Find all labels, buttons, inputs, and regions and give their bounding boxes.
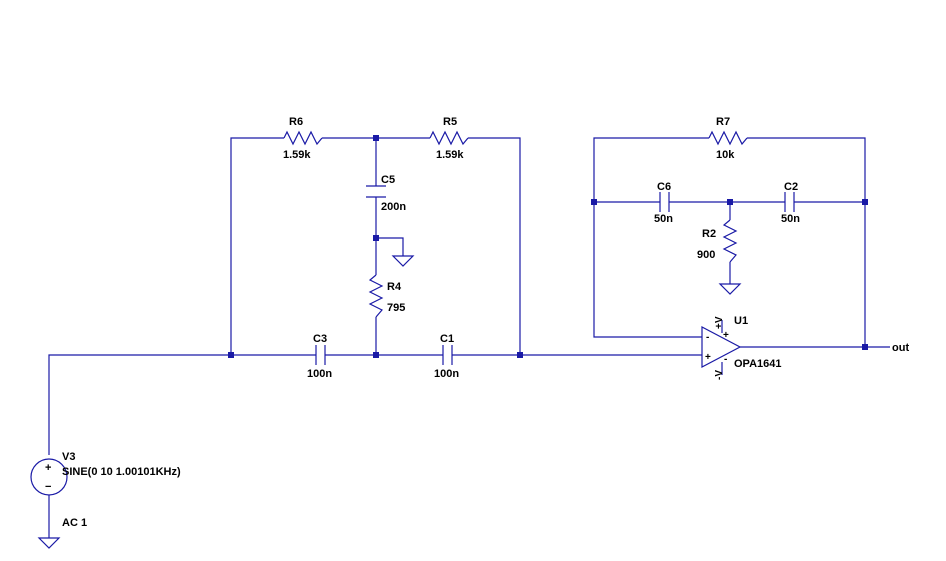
- wire-right-vertical: [468, 137, 521, 355]
- capacitor-c1[interactable]: C1 100n: [434, 333, 459, 380]
- r2-value-label: 900: [697, 249, 715, 261]
- resistor-r2-symbol: [722, 219, 738, 263]
- junction-dot: [727, 199, 733, 205]
- resistor-r5-symbol: [429, 130, 469, 146]
- ground-icon: [391, 255, 415, 267]
- r7-value-label: 10k: [716, 149, 735, 161]
- c6-name-label: C6: [657, 181, 671, 193]
- c1-value-label: 100n: [434, 368, 459, 380]
- junction-dot: [517, 352, 523, 358]
- r5-value-label: 1.59k: [436, 149, 464, 161]
- opamp-pos-supply-label: +V: [714, 316, 725, 329]
- v3-ac-label: AC 1: [62, 517, 87, 529]
- resistor-r6-symbol: [283, 130, 323, 146]
- ground-icon: [718, 283, 742, 295]
- c2-name-label: C2: [784, 181, 798, 193]
- wire-input: [48, 354, 316, 455]
- junction-dot: [862, 199, 868, 205]
- v3-plus-sign: +: [45, 462, 51, 474]
- opamp-neg-supply-label: -V: [714, 370, 725, 380]
- v3-name-label: V3: [62, 451, 75, 463]
- junctions: [228, 135, 868, 358]
- r6-name-label: R6: [289, 116, 303, 128]
- c5-name-label: C5: [381, 174, 395, 186]
- junction-dot: [373, 352, 379, 358]
- r2-name-label: R2: [702, 228, 716, 240]
- c6-value-label: 50n: [654, 213, 673, 225]
- junction-dot: [862, 344, 868, 350]
- wires: [48, 137, 890, 538]
- opamp-u1[interactable]: - + + - +V -V U1 OPA1641: [701, 315, 782, 380]
- resistor-r7[interactable]: R7 10k: [708, 116, 748, 161]
- wire-gnd-branch: [376, 237, 404, 256]
- opamp-minus-input-sign: -: [706, 332, 709, 343]
- v3-minus-sign: −: [45, 481, 51, 493]
- resistor-r6[interactable]: R6 1.59k: [283, 116, 323, 161]
- capacitor-c2[interactable]: C2 50n: [781, 181, 800, 225]
- junction-dot: [373, 235, 379, 241]
- junction-dot: [591, 199, 597, 205]
- capacitor-c3[interactable]: C3 100n: [307, 333, 332, 380]
- capacitor-c5[interactable]: C5 200n: [366, 174, 406, 213]
- c3-name-label: C3: [313, 333, 327, 345]
- r5-name-label: R5: [443, 116, 457, 128]
- r6-value-label: 1.59k: [283, 149, 311, 161]
- ground-icon: [37, 537, 61, 549]
- sine-source-icon: [30, 458, 68, 496]
- c2-value-label: 50n: [781, 213, 800, 225]
- capacitor-c6[interactable]: C6 50n: [654, 181, 673, 225]
- resistor-r4-symbol: [368, 274, 384, 318]
- opamp-neg-supply-mark: -: [724, 354, 727, 365]
- opamp-plus-input-sign: +: [705, 352, 711, 363]
- opamp-pos-supply-mark: +: [723, 330, 729, 341]
- junction-dot: [373, 135, 379, 141]
- voltage-source-v3[interactable]: + − V3 SINE(0 10 1.00101KHz) AC 1: [30, 451, 181, 529]
- r4-value-label: 795: [387, 302, 405, 314]
- c1-name-label: C1: [440, 333, 454, 345]
- r7-name-label: R7: [716, 116, 730, 128]
- resistor-r2[interactable]: R2 900: [697, 219, 738, 263]
- wire-fb-right: [747, 137, 866, 347]
- resistor-r5[interactable]: R5 1.59k: [429, 116, 469, 161]
- wire-fb-left: [593, 137, 709, 338]
- wire-left-vertical: [230, 137, 284, 355]
- v3-value-label: SINE(0 10 1.00101KHz): [62, 466, 181, 478]
- net-label-out[interactable]: out: [892, 342, 909, 354]
- c5-value-label: 200n: [381, 201, 406, 213]
- resistor-r4[interactable]: R4 795: [368, 274, 405, 318]
- resistor-r7-symbol: [708, 130, 748, 146]
- u1-model-label: OPA1641: [734, 358, 782, 370]
- opamp-triangle-icon: [701, 326, 742, 368]
- junction-dot: [228, 352, 234, 358]
- r4-name-label: R4: [387, 281, 402, 293]
- c3-value-label: 100n: [307, 368, 332, 380]
- u1-name-label: U1: [734, 315, 748, 327]
